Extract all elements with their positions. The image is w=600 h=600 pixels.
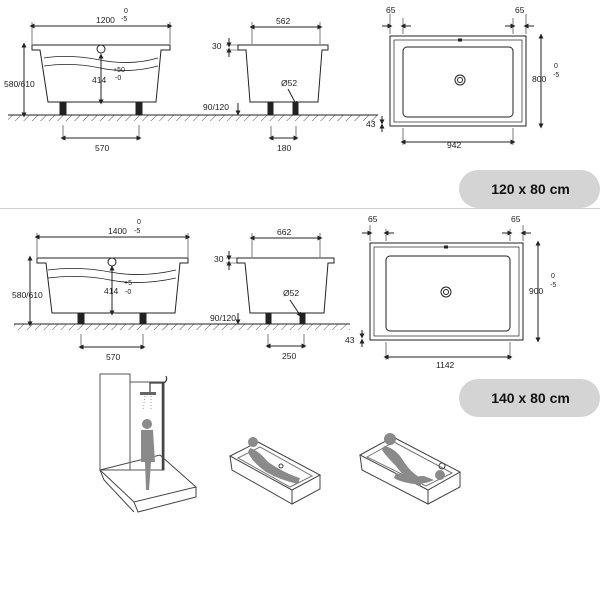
front-length-tol-bottom: -5 [121, 16, 127, 23]
side-floor-label: 90/120 [210, 313, 236, 323]
side-drain-label: Ø52 [283, 288, 299, 298]
size-badge-label: 140 x 80 cm [491, 390, 570, 406]
front-view [27, 233, 191, 350]
front-inner-tol-top: +50 [113, 67, 125, 74]
front-length-label: 1400 [108, 226, 127, 236]
size-badge-140x80: 140 x 80 cm [459, 379, 600, 417]
side-rim-label: 30 [214, 254, 224, 264]
front-legs-label: 570 [95, 143, 109, 153]
side-leg-label: 180 [277, 143, 291, 153]
front-inner-tol-bottom: -0 [125, 289, 131, 296]
side-view [226, 233, 335, 349]
ground-line [14, 323, 350, 330]
front-inner-tol-bottom: -0 [115, 75, 121, 82]
shower-bath-icon [98, 373, 198, 513]
section-divider [0, 208, 600, 209]
front-legs-label: 570 [106, 352, 120, 362]
size-badge-120x80: 120 x 80 cm [459, 170, 600, 208]
front-inner-tol-top: +5 [124, 280, 132, 287]
front-length-tol-top: 0 [137, 219, 141, 226]
top-edge-left-label: 65 [386, 5, 396, 15]
front-length-tol-top: 0 [124, 8, 128, 15]
top-edge-left-label: 65 [368, 214, 378, 224]
size-badge-label: 120 x 80 cm [491, 181, 570, 197]
section-large: 1400 0 -5 580/610 414 +5 -0 570 662 30 Ø… [12, 214, 556, 370]
top-view [359, 225, 541, 360]
front-length-label: 1200 [96, 15, 115, 25]
side-rim-label: 30 [212, 41, 222, 51]
top-view [379, 14, 544, 145]
top-depth-tol-bottom: -5 [550, 282, 556, 289]
section-small: 1200 0 -5 580/610 414 +50 -0 570 562 30 [4, 5, 559, 153]
side-width-label: 562 [276, 16, 290, 26]
top-edge-right-label: 65 [511, 214, 521, 224]
side-drain-label: Ø52 [281, 78, 297, 88]
top-depth-tol-top: 0 [554, 63, 558, 70]
front-inner-label: 414 [92, 75, 106, 85]
two-bathers-icon [358, 433, 462, 505]
top-depth-tol-top: 0 [551, 273, 555, 280]
side-floor-label: 90/120 [203, 102, 229, 112]
top-corner-label: 43 [345, 335, 355, 345]
front-inner-label: 414 [104, 286, 118, 296]
single-bather-icon [228, 437, 322, 505]
side-view [226, 22, 329, 141]
top-depth-tol-bottom: -5 [553, 72, 559, 79]
front-height-label: 580/610 [4, 79, 35, 89]
top-inner-length-label: 1142 [436, 360, 455, 370]
top-depth-label: 900 [529, 286, 543, 296]
top-inner-length-label: 942 [447, 140, 461, 150]
front-height-label: 580/610 [12, 290, 43, 300]
front-length-tol-bottom: -5 [134, 228, 140, 235]
ground-line [8, 114, 378, 121]
side-width-label: 662 [277, 227, 291, 237]
side-leg-label: 250 [282, 351, 296, 361]
front-view [21, 22, 173, 141]
top-depth-label: 800 [532, 74, 546, 84]
top-corner-label: 43 [366, 119, 376, 129]
top-edge-right-label: 65 [515, 5, 525, 15]
